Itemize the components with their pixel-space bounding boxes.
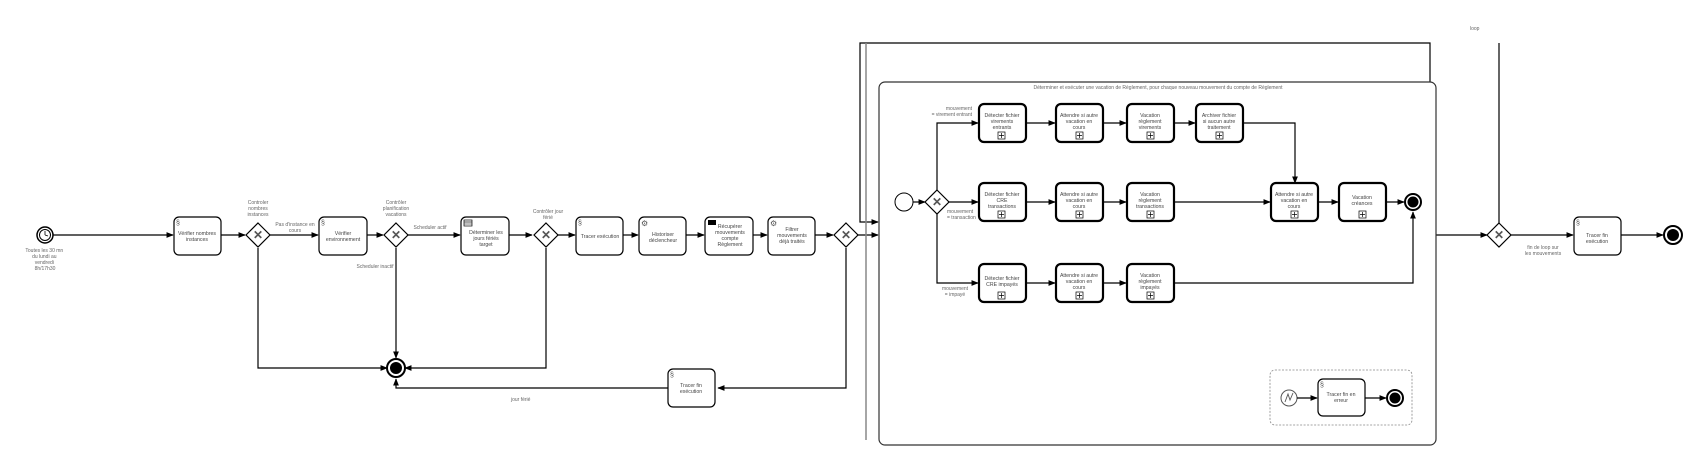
script-icon: § xyxy=(176,220,180,227)
gateway-controler-planification[interactable]: ✕ xyxy=(383,222,409,248)
flow-label-jour-ferie: jour férié xyxy=(510,397,531,403)
gateway-mouvements[interactable]: ✕ xyxy=(833,222,859,248)
script-icon: § xyxy=(670,372,674,379)
exclusive-x-icon: ✕ xyxy=(391,228,401,242)
script-icon: § xyxy=(1320,382,1324,389)
error-lightning-icon xyxy=(1284,392,1294,403)
flow-label-impaye: mouvement= impayé xyxy=(942,286,969,298)
task-tracer-execution[interactable]: § Tracer exécution xyxy=(575,216,624,256)
flow-label-scheduler-actif: Scheduler actif xyxy=(413,225,447,231)
sequence-flows xyxy=(52,42,1664,391)
end-event-main[interactable] xyxy=(386,358,406,378)
script-icon: § xyxy=(1576,220,1580,227)
subprocess-title: Déterminer et exécuter une vacation de R… xyxy=(1033,85,1283,91)
gateway-type-mouvement[interactable]: ✕ xyxy=(924,189,950,215)
service-gear-icon: ⚙ xyxy=(770,219,777,228)
end-event-final[interactable] xyxy=(1663,225,1683,245)
subprocess-start-event[interactable] xyxy=(894,192,914,212)
subprocess-end-event[interactable] xyxy=(1404,193,1422,211)
exclusive-x-icon: ✕ xyxy=(1494,228,1504,242)
exclusive-x-icon: ✕ xyxy=(541,228,551,242)
service-gear-icon: ⚙ xyxy=(641,219,648,228)
gateway-controler-jour-ferie[interactable]: ✕ xyxy=(533,222,559,248)
flow-label-virement: mouvement= virement entrant xyxy=(932,106,973,118)
envelope-icon xyxy=(708,220,716,225)
exclusive-x-icon: ✕ xyxy=(253,228,263,242)
svg-text:Tracer exécution: Tracer exécution xyxy=(581,234,620,240)
script-icon: § xyxy=(578,220,582,227)
start-event-label: Toutes les 30 mn du lundi au vendredi 8h… xyxy=(25,248,64,272)
business-rule-icon xyxy=(463,219,473,227)
flow-label-transaction: mouvement= transaction xyxy=(947,209,976,221)
flow-label-scheduler-inactif: Scheduler inactif xyxy=(357,264,395,270)
exclusive-x-icon: ✕ xyxy=(841,228,851,242)
exclusive-x-icon: ✕ xyxy=(932,195,942,209)
flow-label-loop: loop xyxy=(1470,26,1480,32)
gateway-controler-nombres-instances[interactable]: ✕ xyxy=(245,222,271,248)
gateway-fin-loop[interactable]: ✕ xyxy=(1486,222,1512,248)
subprocess-flows xyxy=(913,120,1416,286)
timer-start-event[interactable] xyxy=(36,226,54,244)
script-icon: § xyxy=(321,220,325,227)
